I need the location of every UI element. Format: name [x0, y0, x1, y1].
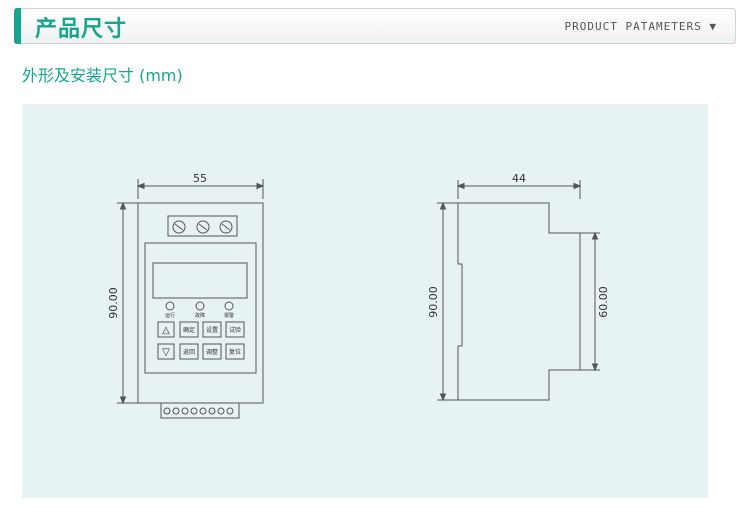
rail-arrows [591, 231, 599, 372]
dimension-drawing: 55 90.00 44 90.00 60.00 运行 故障 报警 △ 确定 设置… [107, 172, 610, 419]
rail-height-label: 60.00 [597, 286, 610, 318]
header-accent-bar [14, 8, 21, 44]
key-up: △ [162, 325, 170, 336]
key-adjust: 调整 [206, 348, 218, 356]
bottom-terminal-screws [163, 407, 234, 415]
dimensions-title: 外形及安装尺寸 (mm) [22, 66, 183, 85]
key-back: 返回 [183, 349, 195, 356]
top-terminal-block [167, 215, 238, 237]
front-width-label: 55 [193, 172, 207, 185]
front-height-arrows [119, 201, 127, 405]
side-height-arrows [439, 201, 447, 402]
indicator-label-run: 运行 [165, 312, 175, 319]
keypad-keys [157, 321, 245, 360]
top-terminal-screws [172, 220, 233, 234]
front-width-arrows [136, 182, 265, 190]
dimension-diagram: 55 90.00 44 90.00 60.00 运行 故障 报警 △ 确定 设置… [22, 104, 708, 498]
indicator-label-fault: 故障 [195, 312, 205, 319]
side-profile-outline [457, 202, 581, 401]
header-title: 产品尺寸 [35, 17, 128, 42]
lcd-display [152, 262, 248, 299]
key-reset: 复位 [229, 348, 241, 356]
indicator-leds [165, 301, 234, 311]
front-inner-panel [144, 242, 257, 374]
section-header: 产品尺寸 PRODUCT PATAMETERS ▼ [14, 8, 736, 44]
indicator-label-alarm: 报警 [224, 312, 234, 319]
key-test: 试验 [229, 326, 241, 334]
side-width-arrows [456, 182, 582, 190]
key-set: 设置 [206, 326, 218, 334]
bottom-terminal-strip [160, 402, 240, 419]
key-confirm: 确定 [183, 326, 195, 334]
key-down: ▽ [162, 347, 170, 358]
front-height-label: 90.00 [107, 287, 120, 319]
side-height-label: 90.00 [427, 286, 440, 318]
side-width-label: 44 [512, 172, 526, 185]
header-subtitle: PRODUCT PATAMETERS ▼ [564, 20, 717, 33]
